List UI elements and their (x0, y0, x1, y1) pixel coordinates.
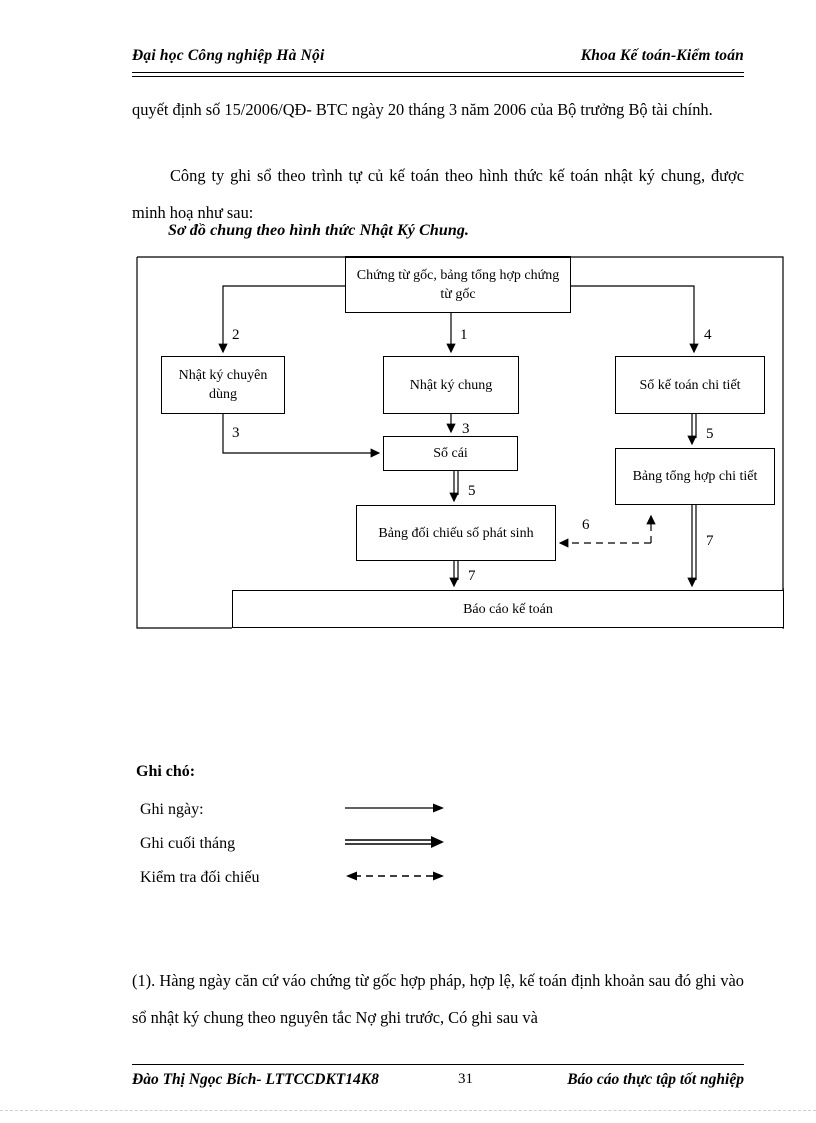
legend-item-month-end: Ghi cuối tháng (140, 829, 470, 859)
dashed-double-headed-arrow-icon (345, 869, 445, 887)
diagram-node-bang-tong-hop-chi-tiet: Bảng tổng hợp chi tiết (615, 448, 775, 505)
running-footer: Đào Thị Ngọc Bích- LTTCCDKT14K8 31 Báo c… (132, 1071, 744, 1089)
legend-label-month-end: Ghi cuối tháng (140, 835, 236, 852)
body-paragraph-2: Công ty ghi sổ theo trình tự củ kế toán … (132, 166, 744, 222)
edge-label-5b: 5 (706, 426, 714, 442)
header-divider (132, 72, 744, 77)
footer-author: Đào Thị Ngọc Bích- LTTCCDKT14K8 (132, 1071, 379, 1088)
edge-label-1: 1 (460, 327, 468, 343)
thin-arrow-icon (345, 801, 445, 819)
body-paragraph-3: (1). Hàng ngày căn cứ váo chứng từ gốc h… (132, 971, 744, 1027)
footer-report-title: Báo cáo thực tập tốt nghiệp (567, 1071, 744, 1088)
legend-label-daily: Ghi ngày: (140, 801, 204, 818)
double-arrow-icon (345, 835, 445, 854)
diagram-node-bang-doi-chieu: Bảng đối chiếu số phát sinh (356, 505, 556, 561)
header-faculty: Khoa Kế toán-Kiểm toán (580, 47, 744, 64)
legend-item-cross-check: Kiểm tra đối chiếu (140, 863, 470, 893)
legend-label-cross-check: Kiểm tra đối chiếu (140, 869, 260, 886)
body-paragraph-1: quyết định số 15/2006/QĐ- BTC ngày 20 th… (132, 100, 713, 119)
edge-label-6: 6 (582, 517, 590, 533)
footer-divider (132, 1064, 744, 1065)
edge-label-2: 2 (232, 327, 240, 343)
diagram-node-so-ke-toan-chi-tiet: Sổ kế toán chi tiết (615, 356, 765, 414)
legend-item-daily: Ghi ngày: (140, 795, 470, 825)
diagram-node-nhat-ky-chung: Nhật ký chung (383, 356, 519, 414)
diagram-node-bao-cao-ke-toan: Báo cáo kế toán (232, 590, 784, 628)
diagram-node-chung-tu-goc: Chứng từ gốc, bảng tổng hợp chứng từ gốc (345, 256, 571, 313)
diagram-node-nhat-ky-chuyen-dung: Nhật ký chuyên dùng (161, 356, 285, 414)
running-header: Đại học Công nghiệp Hà Nội Khoa Kế toán-… (132, 47, 744, 65)
diagram-subheading: Sơ đồ chung theo hình thức Nhật Ký Chung… (168, 222, 470, 239)
page-number: 31 (458, 1071, 473, 1087)
header-university: Đại học Công nghiệp Hà Nội (132, 47, 325, 64)
edge-label-7a: 7 (468, 568, 476, 584)
scan-edge-line (0, 1110, 816, 1111)
diagram-node-so-cai: Sổ cái (383, 436, 518, 471)
legend-title: Ghi chó: (136, 763, 196, 780)
edge-label-3b: 3 (462, 421, 470, 437)
diagram-connectors (136, 256, 784, 629)
edge-label-3a: 3 (232, 425, 240, 441)
accounting-flow-diagram: Chứng từ gốc, bảng tổng hợp chứng từ gốc… (136, 256, 784, 629)
edge-label-4: 4 (704, 327, 712, 343)
edge-label-5a: 5 (468, 483, 476, 499)
edge-label-7b: 7 (706, 533, 714, 549)
